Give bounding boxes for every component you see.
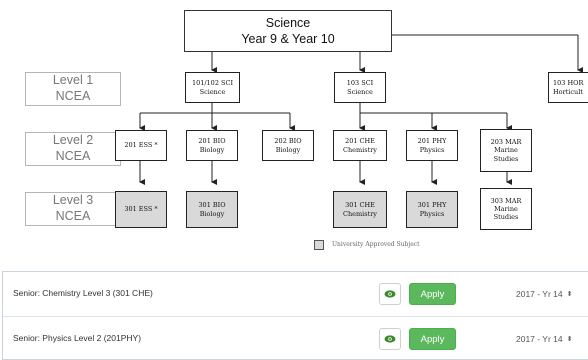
- course-box-201-ess: 201 ESS *: [115, 130, 167, 161]
- course-box-301-bio: 301 BIO Biology: [186, 191, 238, 228]
- course-code: 203 MAR: [490, 138, 522, 147]
- view-button[interactable]: [379, 328, 401, 350]
- course-name: Physics: [419, 145, 445, 154]
- select-arrows-icon: ⬍: [566, 291, 573, 298]
- legend-swatch: [314, 240, 324, 250]
- connector-lines: [139, 34, 583, 185]
- course-name: Science: [199, 87, 226, 96]
- apply-button[interactable]: Apply: [409, 283, 456, 305]
- level-label-line2: NCEA: [55, 149, 91, 163]
- course-title: Senior: Physics Level 2 (201PHY): [13, 333, 142, 343]
- course-name: Horticult: [553, 87, 583, 96]
- course-box-203-mar: 203 MAR Marine Studies: [480, 129, 532, 172]
- course-code: 103 SCI: [346, 79, 374, 88]
- table-row: Senior: Chemistry Level 3 (301 CHE) Appl…: [3, 272, 588, 315]
- course-box-303-mar: 303 MAR Marine Studies: [480, 188, 532, 230]
- course-name: Biology: [199, 145, 225, 154]
- level-label-line1: Level 2: [52, 133, 94, 148]
- course-name: Biology: [275, 145, 301, 154]
- course-name: Marine Studies: [493, 146, 519, 163]
- course-box-301-phy: 301 PHY Physics: [406, 191, 458, 228]
- apply-button[interactable]: Apply: [409, 328, 456, 350]
- course-name: Marine Studies: [493, 204, 519, 222]
- course-box-301-ess: 301 ESS *: [115, 191, 167, 228]
- course-box-201-bio: 201 BIO Biology: [186, 130, 238, 161]
- course-name: Physics: [419, 209, 445, 218]
- course-name: Science: [347, 87, 373, 96]
- course-code: 201 CHE: [345, 137, 375, 146]
- course-box-201-che: 201 CHE Chemistry: [333, 130, 387, 161]
- level1-ncea-label: Level 1 NCEA: [25, 72, 121, 106]
- course-code: 202 BIO: [274, 137, 302, 146]
- course-code: 201 BIO: [198, 137, 226, 146]
- course-code: 103 HOR: [553, 79, 584, 88]
- course-code: 301 PHY: [417, 201, 447, 210]
- level-label-line2: NCEA: [55, 209, 91, 223]
- course-code: 101/102 SCI: [191, 79, 234, 88]
- course-box-301-che: 301 CHE Chemistry: [333, 191, 387, 228]
- course-title: Senior: Chemistry Level 3 (301 CHE): [13, 288, 153, 298]
- course-name: Biology: [199, 209, 225, 218]
- year-select-value: 2017 - Yr 14: [516, 334, 563, 344]
- course-code: 301 CHE: [345, 201, 375, 210]
- course-code: 301 ESS *: [124, 205, 158, 214]
- table-row: Senior: Physics Level 2 (201PHY) Apply 2…: [3, 316, 588, 360]
- legend-label: University Approved Subject: [332, 241, 420, 248]
- course-code: 201 PHY: [417, 137, 447, 146]
- top-box-line1: Science: [265, 15, 311, 30]
- level2-ncea-label: Level 2 NCEA: [25, 132, 121, 166]
- year-select-value: 2017 - Yr 14: [516, 289, 563, 299]
- course-box-103-sci: 103 SCI Science: [334, 72, 386, 103]
- eye-icon: [384, 290, 396, 298]
- course-box-201-phy: 201 PHY Physics: [406, 130, 458, 161]
- level-label-line2: NCEA: [55, 89, 91, 103]
- year-select[interactable]: 2017 - Yr 14 ⬍: [512, 284, 588, 304]
- course-box-101-102-sci: 101/102 SCI Science: [185, 72, 240, 103]
- course-box-202-bio: 202 BIO Biology: [262, 130, 314, 161]
- level3-ncea-label: Level 3 NCEA: [25, 192, 121, 226]
- view-button[interactable]: [379, 283, 401, 305]
- year-select[interactable]: 2017 - Yr 14 ⬍: [512, 329, 588, 349]
- level-label-line1: Level 3: [52, 193, 94, 208]
- course-selection-table: Senior: Chemistry Level 3 (301 CHE) Appl…: [2, 271, 588, 360]
- eye-icon: [384, 335, 396, 343]
- course-code: 303 MAR: [490, 196, 522, 205]
- select-arrows-icon: ⬍: [566, 336, 573, 343]
- course-box-103-hor: 103 HOR Horticult: [548, 72, 588, 103]
- level-label-line1: Level 1: [52, 73, 94, 88]
- science-year9-10-box: Science Year 9 & Year 10: [184, 10, 392, 52]
- course-code: 301 BIO: [198, 201, 226, 210]
- course-pathway-diagram: Science Year 9 & Year 10 Level 1 NCEA Le…: [25, 10, 588, 250]
- course-name: Chemistry: [343, 209, 377, 218]
- course-code: 201 ESS *: [124, 141, 158, 150]
- top-box-line2: Year 9 & Year 10: [241, 32, 335, 46]
- course-name: Chemistry: [343, 145, 377, 154]
